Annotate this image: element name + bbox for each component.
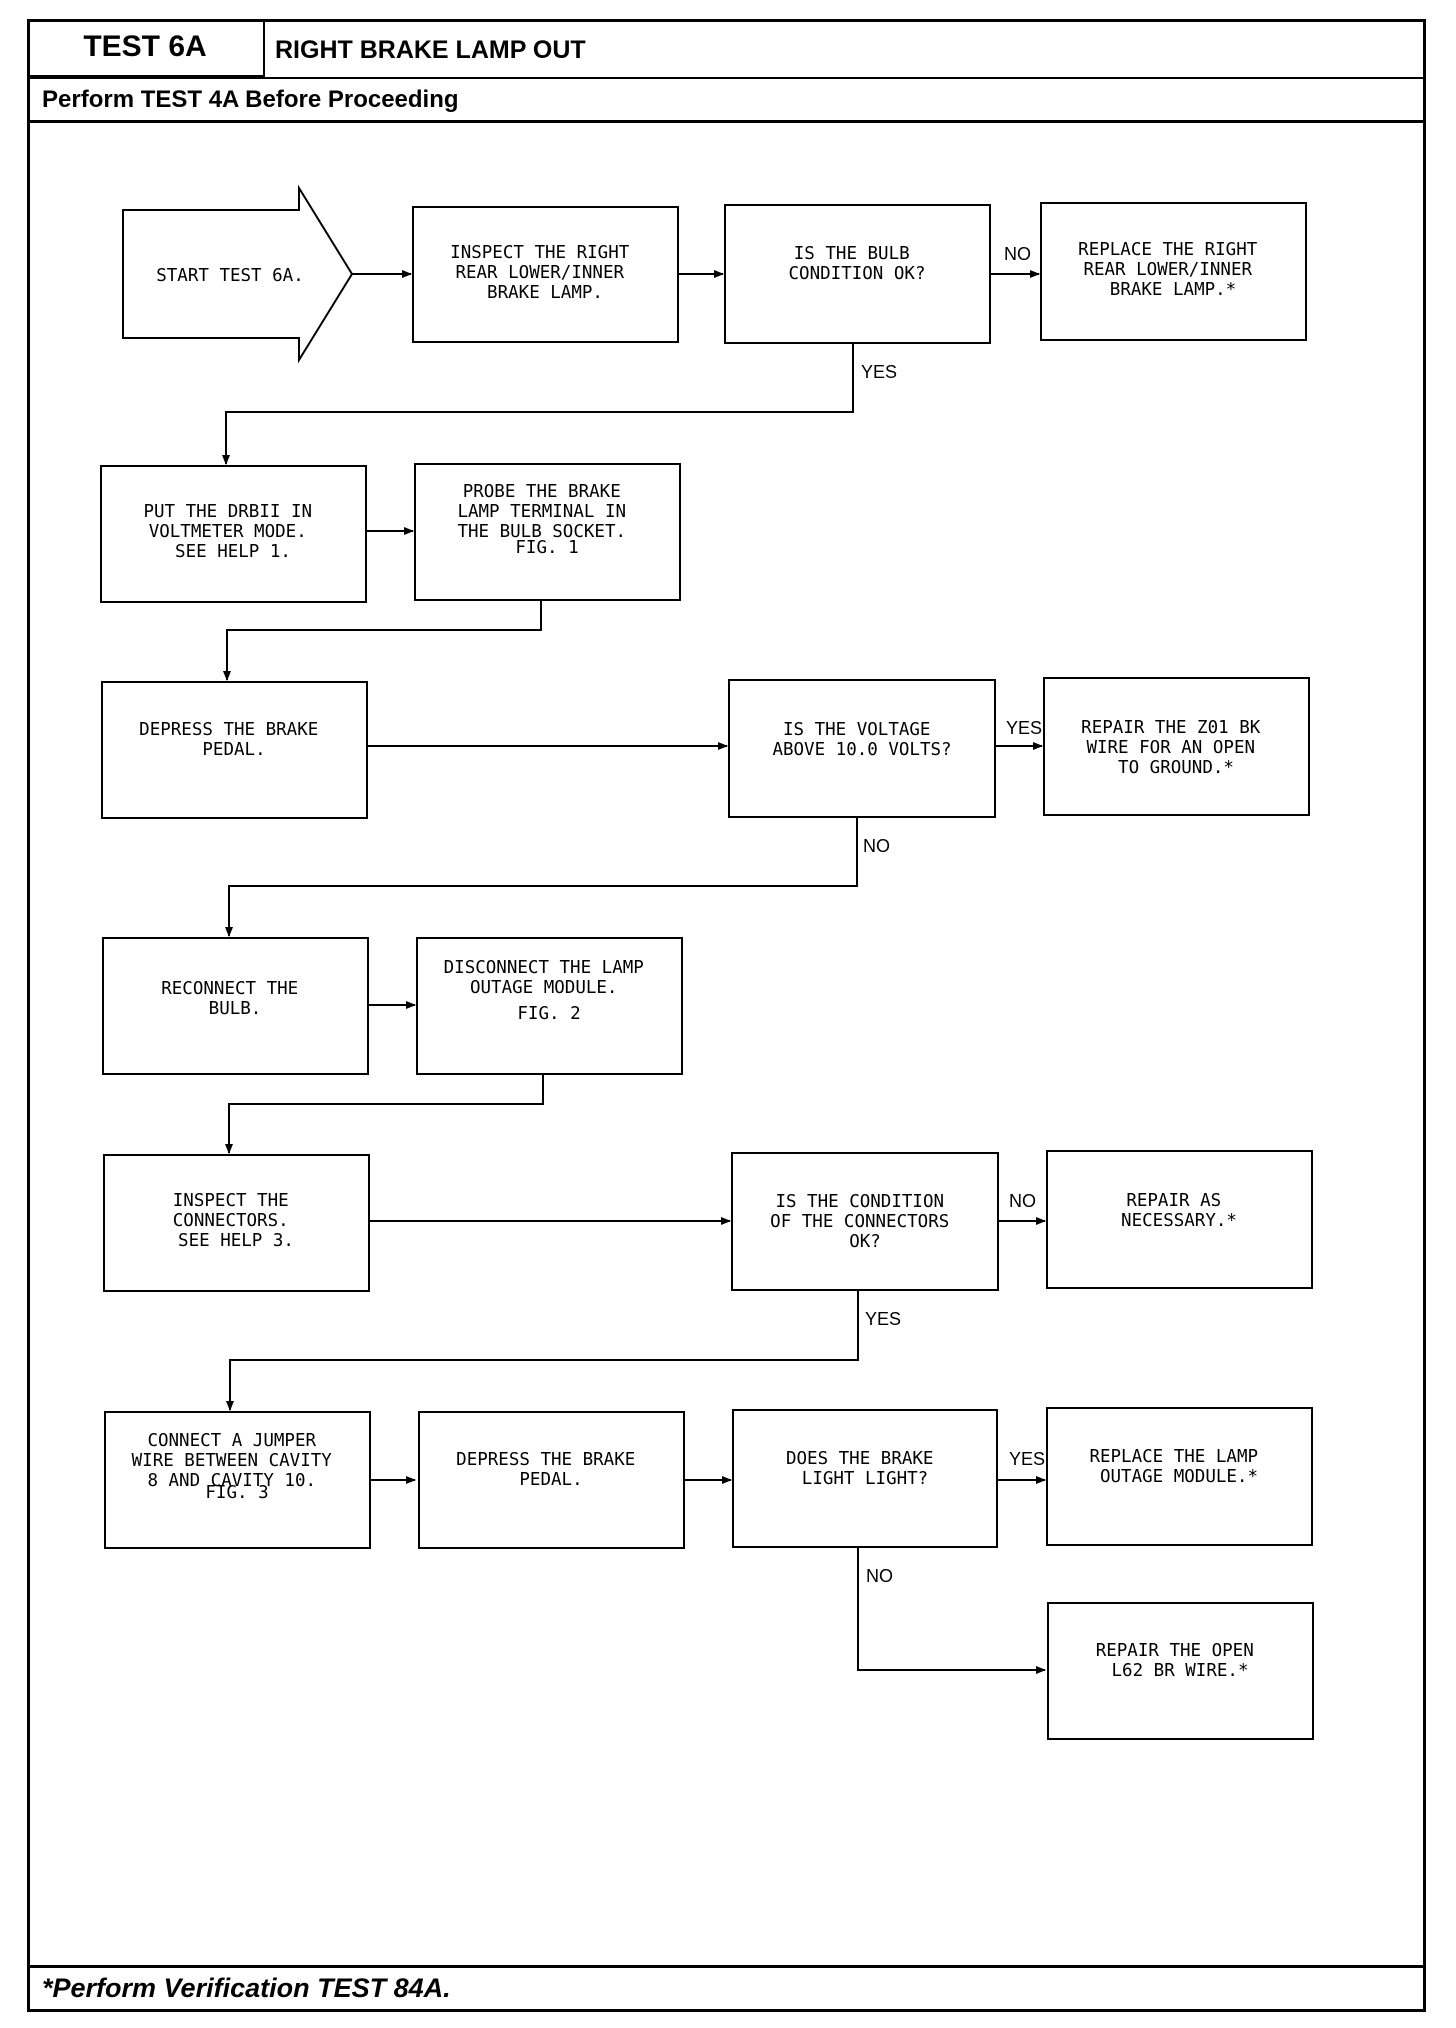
- label-yes-voltage: YES: [1006, 718, 1042, 738]
- step-probe-terminal: PROBE THE BRAKE LAMP TERMINAL IN THE BUL…: [414, 463, 681, 601]
- label-no-conn: NO: [1009, 1191, 1036, 1211]
- decision-bulb-ok: IS THE BULB CONDITION OK?: [724, 204, 991, 344]
- step-inspect-lamp: INSPECT THE RIGHT REAR LOWER/INNER BRAKE…: [412, 206, 679, 343]
- step-drbii-voltmeter: PUT THE DRBII IN VOLTMETER MODE. SEE HEL…: [100, 465, 367, 603]
- action-repair-z01: REPAIR THE Z01 BK WIRE FOR AN OPEN TO GR…: [1043, 677, 1310, 816]
- step-inspect-connectors: INSPECT THE CONNECTORS. SEE HELP 3.: [103, 1154, 370, 1292]
- svg-text:REPAIR THE Z01 BK WIRE F: REPAIR THE Z01 BK WIRE FOR AN OPEN TO GR…: [1081, 718, 1271, 778]
- arrow-voltage-no: [225, 817, 858, 937]
- start-label: START TEST 6A.: [156, 266, 304, 286]
- svg-text:INSPECT THE CONNECTORS.: INSPECT THE CONNECTORS. SEE HELP 3.: [173, 1191, 299, 1251]
- prerequisite-note: Perform TEST 4A Before Proceeding: [42, 86, 459, 113]
- svg-text:DEPRESS THE BRAKE PEDAL.: DEPRESS THE BRAKE PEDAL.: [456, 1450, 646, 1490]
- svg-text:IS THE VOLTAGE ABOVE 10.: IS THE VOLTAGE ABOVE 10.0 VOLTS?: [772, 720, 951, 760]
- step-disconnect-module: DISCONNECT THE LAMP OUTAGE MODULE. FIG. …: [416, 937, 683, 1075]
- label-no-bulb: NO: [1004, 244, 1031, 264]
- action-replace-lamp: REPLACE THE RIGHT REAR LOWER/INNER BRAKE…: [1040, 202, 1307, 341]
- label-yes-light: YES: [1009, 1449, 1045, 1469]
- arrow-disconnect-to-inspect-conn: [225, 1074, 544, 1154]
- label-no-light: NO: [866, 1566, 893, 1586]
- svg-text:DISCONNECT THE LAMP OUTA: DISCONNECT THE LAMP OUTAGE MODULE. FIG. …: [444, 958, 655, 1024]
- decision-brake-light: DOES THE BRAKE LIGHT LIGHT?: [732, 1409, 998, 1548]
- svg-text:DEPRESS THE BRAKE PEDAL.: DEPRESS THE BRAKE PEDAL.: [139, 720, 329, 760]
- svg-text:PROBE THE BRAKE LAMP TER: PROBE THE BRAKE LAMP TERMINAL IN THE BUL…: [457, 482, 636, 558]
- header-bottom-rule: [27, 120, 1426, 123]
- connectors: [222, 270, 1046, 1674]
- decision-voltage: IS THE VOLTAGE ABOVE 10.0 VOLTS?: [728, 679, 996, 818]
- svg-text:PUT THE DRBII IN VOLTMET: PUT THE DRBII IN VOLTMETER MODE. SEE HEL…: [143, 502, 322, 562]
- svg-text:DOES THE BRAKE LIGHT LIG: DOES THE BRAKE LIGHT LIGHT?: [786, 1449, 944, 1489]
- arrow-conn-yes: [226, 1290, 859, 1411]
- label-no-voltage: NO: [863, 836, 890, 856]
- label-yes-conn: YES: [865, 1309, 901, 1329]
- decision-connector-condition: IS THE CONDITION OF THE CONNECTORS OK?: [731, 1152, 999, 1291]
- step-depress-pedal-1: DEPRESS THE BRAKE PEDAL.: [101, 681, 368, 819]
- label-yes-bulb: YES: [861, 362, 897, 382]
- test-id-box: TEST 6A: [27, 19, 265, 77]
- svg-text:REPLACE THE LAMP OUTAGE: REPLACE THE LAMP OUTAGE MODULE.*: [1089, 1447, 1268, 1487]
- verification-note: *Perform Verification TEST 84A.: [42, 1973, 451, 2003]
- step-depress-pedal-2: DEPRESS THE BRAKE PEDAL.: [418, 1411, 685, 1549]
- arrow-light-no: [857, 1547, 1046, 1674]
- arrow-probe-to-depress: [223, 600, 542, 681]
- test-title: RIGHT BRAKE LAMP OUT: [275, 36, 586, 64]
- step-connect-jumper: CONNECT A JUMPER WIRE BETWEEN CAVITY 8 A…: [104, 1411, 371, 1549]
- svg-text:REPAIR THE OPEN L62 BR W: REPAIR THE OPEN L62 BR WIRE.*: [1096, 1641, 1265, 1681]
- footer-divider: [27, 1965, 1426, 1968]
- arrow-bulb-yes: [222, 343, 854, 465]
- svg-text:RECONNECT THE BULB.: RECONNECT THE BULB.: [161, 979, 309, 1019]
- action-repair-as-necessary: REPAIR AS NECESSARY.*: [1046, 1150, 1313, 1289]
- svg-text:IS THE CONDITION OF THE: IS THE CONDITION OF THE CONNECTORS OK?: [770, 1192, 960, 1252]
- action-replace-module: REPLACE THE LAMP OUTAGE MODULE.*: [1046, 1407, 1313, 1546]
- start-arrow-shape: [122, 184, 354, 364]
- step-reconnect-bulb: RECONNECT THE BULB.: [102, 937, 369, 1075]
- action-repair-l62: REPAIR THE OPEN L62 BR WIRE.*: [1047, 1602, 1314, 1740]
- svg-text:CONNECT A JUMPER WIRE BE: CONNECT A JUMPER WIRE BETWEEN CAVITY 8 A…: [132, 1431, 343, 1503]
- svg-text:IS THE BULB CONDITION OK: IS THE BULB CONDITION OK?: [789, 244, 926, 284]
- svg-text:INSPECT THE RIGHT REAR L: INSPECT THE RIGHT REAR LOWER/INNER BRAKE…: [450, 243, 640, 303]
- svg-text:REPAIR AS NECESSARY.*: REPAIR AS NECESSARY.*: [1121, 1191, 1237, 1231]
- svg-text:REPLACE THE RIGHT REAR L: REPLACE THE RIGHT REAR LOWER/INNER BRAKE…: [1078, 240, 1268, 300]
- header-divider: [27, 77, 1426, 79]
- page-frame: [27, 19, 1426, 2012]
